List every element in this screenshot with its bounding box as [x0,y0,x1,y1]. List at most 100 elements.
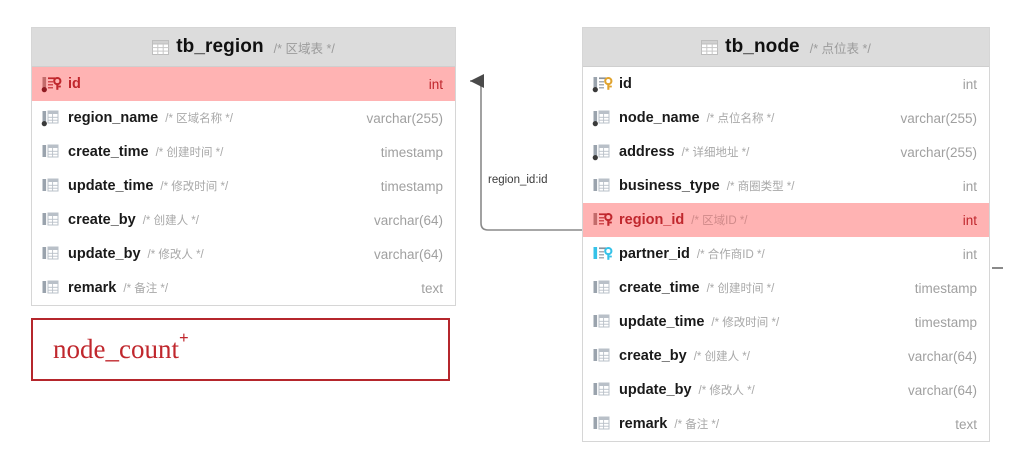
column-name: update_by [619,382,692,398]
column-type: int [962,212,977,228]
column-row-create_by[interactable]: create_by/* 创建人 */varchar(64) [583,339,989,373]
column-comment: /* 修改人 */ [147,249,204,261]
column-name: create_by [68,212,136,228]
column-type: timestamp [914,314,977,330]
column-icon [592,415,613,433]
column-type: int [962,178,977,194]
column-row-create_time[interactable]: create_time /* 创建时间 */ timestamp [583,271,989,305]
relation-label: region_id:id [487,174,549,186]
column-comment: /* 区域名称 */ [165,113,233,125]
primary-key-icon [592,75,613,93]
column-type: varchar(255) [366,110,443,126]
column-row-address[interactable]: address /* 详细地址 */ varchar(255) [583,135,989,169]
annotation-text: node_count [53,334,179,364]
column-row-update_time[interactable]: update_time /* 修改时间 */ timestamp [32,169,455,203]
column-type: varchar(64) [373,212,443,228]
column-name: create_time [619,280,700,296]
entity-comment: /* 点位表 */ [809,41,871,56]
column-icon [592,313,613,331]
column-icon [592,177,613,195]
column-name: remark [68,280,117,296]
column-name: id [619,76,632,92]
column-type: int [428,76,443,92]
column-icon [41,177,62,195]
column-comment: /* 修改时间 */ [711,317,780,329]
column-type: text [421,280,443,296]
column-row-create_time[interactable]: create_time /* 创建时间 */ timestamp [32,135,455,169]
column-icon [41,109,62,127]
entity-header[interactable]: tb_region /* 区域表 */ [32,28,455,67]
column-icon [592,143,613,161]
column-row-create_by[interactable]: create_by/* 创建人 */varchar(64) [32,203,455,237]
column-type: varchar(255) [900,144,977,160]
column-comment: /* 创建时间 */ [706,283,775,295]
column-name: region_id [619,212,685,228]
entity-title: tb_node [725,36,800,57]
column-icon [592,347,613,365]
column-name: business_type [619,178,720,194]
column-comment: /* 点位名称 */ [706,113,775,125]
column-type: int [962,76,977,92]
column-comment: /* 修改人 */ [698,385,755,397]
entity-header[interactable]: tb_node /* 点位表 */ [583,28,989,67]
foreign-key-icon [592,211,613,229]
column-name: create_time [68,144,149,160]
column-row-remark[interactable]: remark /* 备注 */ text [583,407,989,441]
column-name: address [619,144,675,160]
column-comment: /* 合作商ID */ [696,249,765,261]
table-grid-icon [152,39,170,55]
column-icon [41,245,62,263]
column-row-update_by[interactable]: update_by /* 修改人 */ varchar(64) [583,373,989,407]
column-comment: /* 修改时间 */ [160,181,229,193]
column-type: timestamp [380,144,443,160]
column-comment: /* 商圈类型 */ [726,181,795,193]
column-icon [592,279,613,297]
column-type: timestamp [914,280,977,296]
column-row-id[interactable]: id int [583,67,989,101]
column-comment: /* 创建时间 */ [155,147,224,159]
column-type: int [962,246,977,262]
annotation-box-node-count[interactable]: node_count+ [31,318,450,381]
foreign-key-blue-icon [592,245,613,263]
entity-table-tb-node[interactable]: tb_node /* 点位表 */ id int node_name /* 点位名称 … [582,27,990,442]
column-icon [41,143,62,161]
column-icon [41,211,62,229]
column-type: text [955,416,977,432]
relation-stub-right [992,267,1003,269]
column-icon [41,279,62,297]
column-name: update_by [68,246,141,262]
table-grid-icon [701,39,719,55]
column-row-update_time[interactable]: update_time /* 修改时间 */ timestamp [583,305,989,339]
column-row-business_type[interactable]: business_type /* 商圈类型 */ int [583,169,989,203]
column-name: node_name [619,110,700,126]
column-type: varchar(255) [900,110,977,126]
entity-comment: /* 区域表 */ [273,41,335,56]
column-comment: /* 备注 */ [674,419,720,431]
column-comment: /* 区域ID */ [691,215,748,227]
column-row-region_id[interactable]: region_id /* 区域ID */ int [583,203,989,237]
column-type: timestamp [380,178,443,194]
column-name: update_time [68,178,154,194]
column-row-node_name[interactable]: node_name /* 点位名称 */ varchar(255) [583,101,989,135]
column-comment: /* 备注 */ [123,283,169,295]
column-row-partner_id[interactable]: partner_id /* 合作商ID */ int [583,237,989,271]
column-name: update_time [619,314,705,330]
annotation-label: node_count+ [33,329,189,365]
column-row-region_name[interactable]: region_name /* 区域名称 */ varchar(255) [32,101,455,135]
column-name: remark [619,416,668,432]
column-row-update_by[interactable]: update_by /* 修改人 */ varchar(64) [32,237,455,271]
column-name: region_name [68,110,159,126]
column-name: partner_id [619,246,690,262]
column-name: create_by [619,348,687,364]
column-type: varchar(64) [907,382,977,398]
column-type: varchar(64) [907,348,977,364]
column-comment: /* 详细地址 */ [681,147,750,159]
entity-title: tb_region [176,36,264,57]
column-row-remark[interactable]: remark /* 备注 */ text [32,271,455,305]
column-type: varchar(64) [373,246,443,262]
